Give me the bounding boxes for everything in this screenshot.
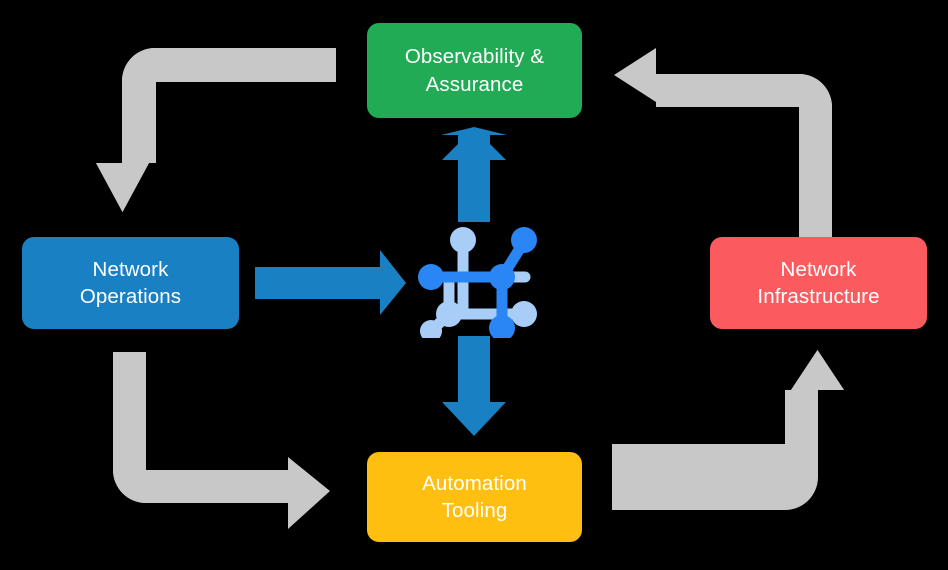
box-network-operations-label-line2: Operations [79, 285, 182, 308]
arrow-center-to-automation [442, 336, 506, 436]
box-network-operations-label: Network Operations [80, 256, 181, 310]
arrow-operations-to-automation [113, 352, 330, 529]
box-network-infrastructure-label: Network Infrastructure [757, 256, 879, 310]
box-network-infrastructure-label-line2: Infrastructure [757, 285, 880, 308]
box-network-operations-label-line1: Network [92, 257, 169, 281]
arrow-operations-to-center [255, 250, 406, 315]
topology-nodes-primary [418, 227, 537, 338]
box-observability-label-line1: Observability & [404, 45, 545, 69]
box-network-infrastructure-label-line1: Network [780, 257, 857, 281]
box-automation-tooling-label: Automation Tooling [422, 470, 527, 524]
box-observability-label: Observability & Assurance [405, 43, 544, 97]
arrow-automation-to-infrastructure [612, 350, 844, 510]
box-automation-tooling[interactable]: Automation Tooling [367, 452, 582, 542]
network-topology-icon [418, 227, 537, 338]
arrow-observability-to-operations [96, 48, 336, 212]
box-network-operations[interactable]: Network Operations [22, 237, 239, 329]
box-network-infrastructure[interactable]: Network Infrastructure [710, 237, 927, 329]
topology-nodes-secondary [420, 227, 537, 338]
arrow-center-to-observability [441, 127, 507, 222]
arrow-infrastructure-to-observability [614, 48, 832, 238]
box-observability-label-line2: Assurance [425, 72, 524, 96]
box-automation-tooling-label-line1: Automation [422, 471, 527, 495]
box-automation-tooling-label-line2: Tooling [441, 499, 508, 522]
box-observability-assurance[interactable]: Observability & Assurance [367, 23, 582, 118]
